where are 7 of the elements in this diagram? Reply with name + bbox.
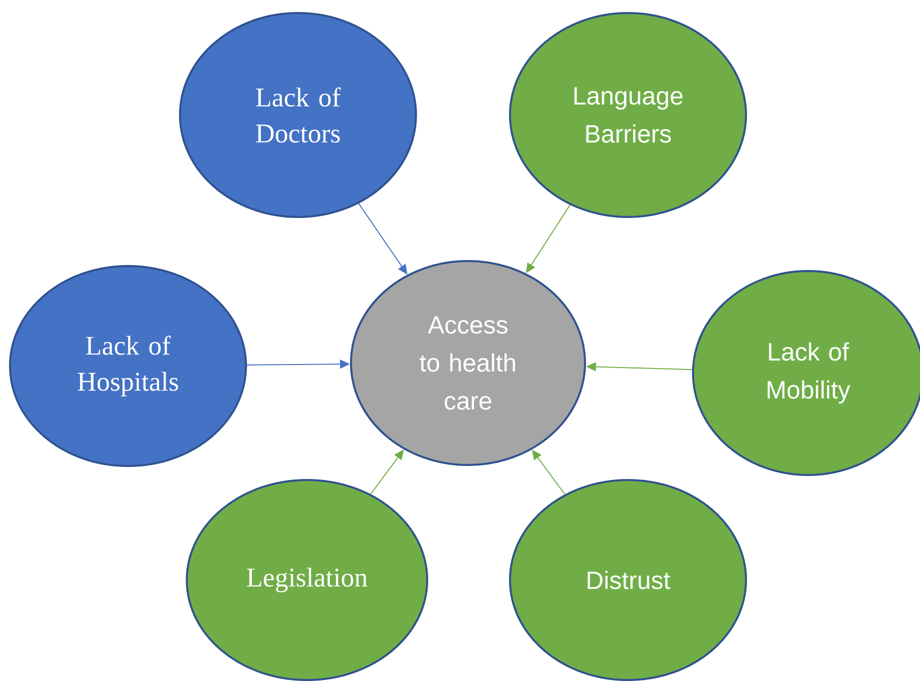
ellipse-node: Distrust <box>509 479 747 681</box>
ellipse-node: Language Barriers <box>509 12 747 218</box>
ellipse-node: Lack of Hospitals <box>9 265 247 467</box>
ellipse-node: Lack of Mobility <box>692 270 920 476</box>
ellipse-node: Access to health care <box>350 260 586 466</box>
ellipse-node: Legislation <box>186 479 428 681</box>
ellipse-node: Lack of Doctors <box>179 12 417 218</box>
